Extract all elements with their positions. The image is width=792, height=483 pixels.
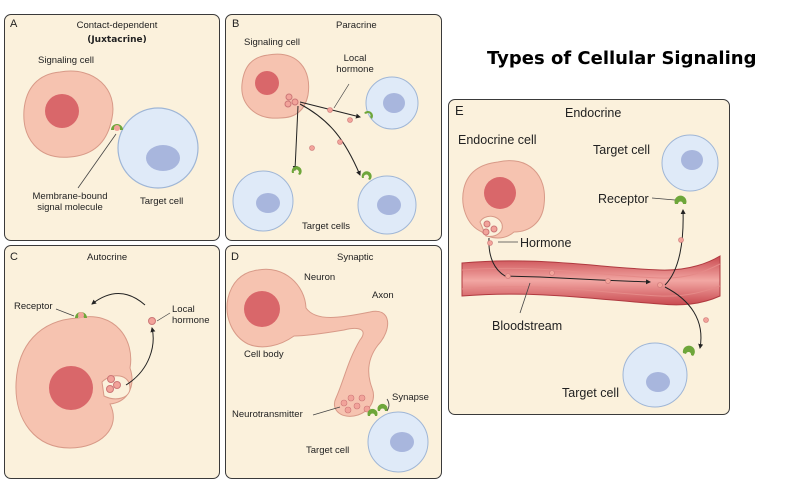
panel-e-heading: Endocrine [565,106,622,120]
panel-a-subheading: (Juxtacrine) [87,35,147,45]
diagram-title: Types of Cellular Signaling [487,48,757,69]
target-cell-b-upper-right [365,76,419,130]
panel-b-heading: Paracrine [336,20,377,31]
receptor-c [75,312,87,318]
panel-c-heading: Autocrine [87,252,128,263]
neuron [226,268,389,417]
panel-a-letter: A [10,18,18,30]
autocrine-arrows [91,293,156,386]
target-cell-b-lower-left [232,170,294,232]
target-cell-a [117,107,199,189]
nucleus-a [45,94,79,128]
target-cell-d [367,411,429,473]
panel-e-target-top-label: Target cell [593,143,650,157]
paracrine-arrows [292,101,361,176]
panel-c-receptor-label: Receptor [14,301,53,312]
synapse-bracket [386,398,390,412]
receptor-leader-c [55,308,75,317]
panel-e-receptor-label: Receptor [598,192,649,206]
target-cell-e-bottom [622,342,688,408]
panel-a-target-label: Target cell [140,196,184,207]
receptors-e [674,195,695,356]
membrane-bound-molecule [111,124,123,131]
panel-e-bloodstream-label: Bloodstream [492,319,563,333]
signaling-cell-b [241,53,310,119]
panel-c-letter: C [10,251,18,263]
nucleus-target-a [146,145,180,171]
panel-a-molecule-label: Membrane-bound signal molecule [32,191,108,213]
panel-d-heading: Synaptic [337,252,374,263]
local-hormone-leader-c [156,312,171,322]
panel-c-local-hormone-label: Local hormone [172,304,210,326]
autocrine-cell [15,316,133,449]
panel-d-axon-label: Axon [372,290,394,301]
target-cell-e-top [661,134,719,192]
panel-d-target-label: Target cell [306,445,350,456]
local-hormone-leader-b [333,83,350,109]
panel-b-letter: B [232,18,240,30]
panel-a-heading: Contact-dependent [76,20,158,31]
paracrine-molecules [309,107,353,151]
panel-b-signaling-cell-label: Signaling cell [244,37,300,48]
endocrine-cell [462,160,545,239]
molecule-leader-line [77,133,117,189]
panel-d-cell-body-label: Cell body [244,349,284,360]
target-cell-b-lower-right [357,175,417,235]
endocrine-arrows [488,209,704,349]
panel-b-target-cells-label: Target cells [302,221,351,232]
panel-e-letter: E [455,103,464,118]
autocrine-hormone-molecule [148,317,156,325]
signaling-cell-a [23,70,114,158]
receptors-d [367,403,388,416]
neurotransmitter-leader [312,406,341,416]
bloodstream-leader [519,282,531,314]
panel-e-target-bottom-label: Target cell [562,386,619,400]
panel-d-neurotransmitter-label: Neurotransmitter [232,409,303,420]
receptors-b [291,110,374,180]
hormone-molecules-e [487,237,709,323]
panel-d-neuron-label: Neuron [304,272,336,283]
panel-a-signaling-cell-label: Signaling cell [38,55,94,66]
receptor-leader-e [651,197,676,201]
panel-d-letter: D [231,251,239,263]
panel-e-hormone-label: Hormone [520,236,572,250]
synaptic-vesicles [340,394,371,414]
panel-e-endocrine-cell-label: Endocrine cell [458,133,537,147]
panel-b-local-hormone-label: Local hormone [336,53,374,75]
panel-d-synapse-label: Synapse [392,392,429,403]
